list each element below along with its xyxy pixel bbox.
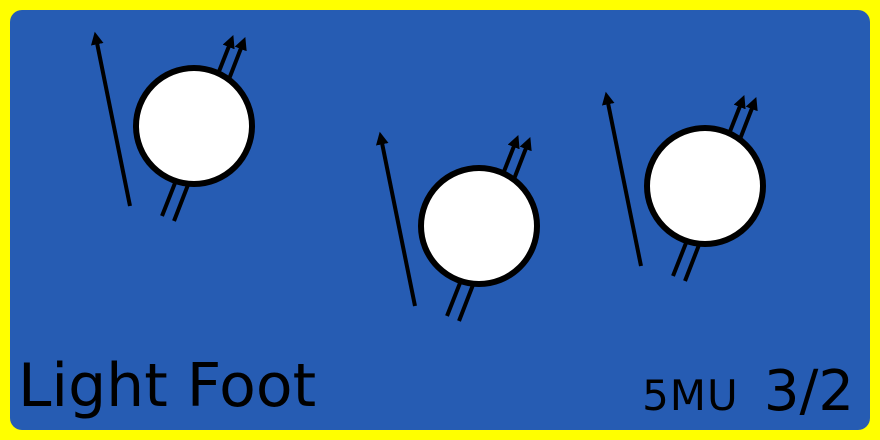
card-title: Light Foot [18, 351, 317, 421]
cost-type: 5MU [642, 371, 739, 420]
ball-figure-1 [90, 31, 255, 222]
ball-icon [644, 125, 766, 247]
card-panel: Light Foot 5MU 3/2 [10, 10, 870, 430]
ball-figure-3 [601, 91, 766, 282]
ball-figure-2 [375, 131, 540, 322]
ball-icon [133, 65, 255, 187]
arrow-icon [601, 91, 643, 267]
ball-icon [418, 165, 540, 287]
cost-value: 3/2 [763, 359, 854, 424]
arrow-icon [375, 131, 417, 307]
card-art [90, 31, 766, 322]
card-cost: 5MU 3/2 [642, 364, 854, 420]
arrow-icon [90, 31, 132, 207]
